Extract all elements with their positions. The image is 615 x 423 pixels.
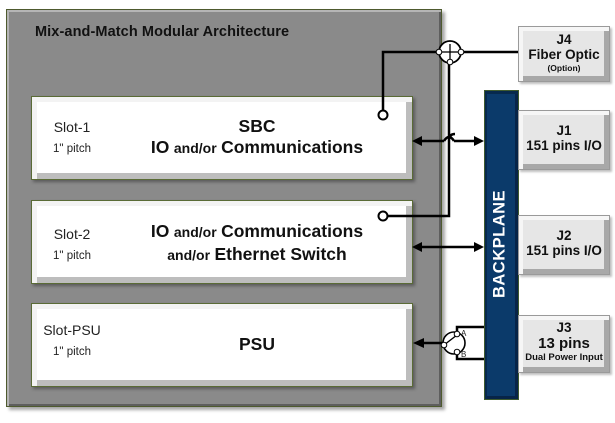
- slot-2-io: Slot-2 1" pitch IO and/or Communications…: [31, 200, 413, 284]
- switch-input-b-label: B: [461, 350, 466, 359]
- slot-2-io: IO: [150, 221, 170, 241]
- connector-j2-desc: 151 pins I/O: [526, 243, 602, 258]
- slot-2-fiber-port-icon: [377, 210, 389, 222]
- connector-j1: J1 151 pins I/O: [518, 110, 610, 170]
- slot-2-bus-arrow: [412, 242, 484, 252]
- connector-j1-desc: 151 pins I/O: [526, 138, 602, 153]
- connector-j4-desc: Fiber Optic: [528, 47, 600, 62]
- slot-1-name: Slot-1: [53, 119, 91, 135]
- connector-j4-note: (Option): [547, 63, 581, 73]
- connector-j3: J3 13 pins Dual Power Input: [518, 315, 610, 373]
- connector-j4-id: J4: [556, 32, 572, 47]
- slot-1-title: SBC: [238, 116, 276, 136]
- slot-1-comms: Communications: [221, 137, 364, 157]
- connector-j3-note: Dual Power Input: [525, 352, 603, 363]
- slot-1-andor: and/or: [173, 140, 217, 156]
- slot-2-andor-2: and/or: [167, 247, 211, 263]
- slot-psu-pitch: 1" pitch: [53, 346, 91, 358]
- slot-1-io: IO: [150, 137, 170, 157]
- slot-2-pitch: 1" pitch: [53, 250, 91, 262]
- slot-1-fiber-port-icon: [377, 109, 389, 121]
- slot-psu-name: Slot-PSU: [43, 322, 101, 338]
- power-selector-switch-icon: A B: [413, 325, 484, 361]
- connector-j2-id: J2: [556, 228, 572, 243]
- diagram-title: Mix-and-Match Modular Architecture: [35, 24, 290, 40]
- slot-1-pitch: 1" pitch: [53, 143, 91, 155]
- slot-1-subtitle: IO and/or Communications: [112, 137, 402, 158]
- fiber-splitter-icon: [435, 40, 465, 66]
- connector-j2: J2 151 pins I/O: [518, 215, 610, 275]
- backplane: [484, 90, 519, 400]
- connector-j4: J4 Fiber Optic (Option): [518, 26, 610, 82]
- connector-j3-id: J3: [556, 320, 572, 335]
- slot-1-bus-arrow: [412, 135, 484, 146]
- switch-input-a-label: A: [461, 329, 467, 338]
- slot-2-line1: IO and/or Communications: [112, 221, 402, 242]
- slot-2-ethernet: Ethernet Switch: [214, 244, 347, 264]
- slot-2-name: Slot-2: [53, 226, 91, 242]
- slot-2-comms: Communications: [221, 221, 364, 241]
- slot-2-andor-1: and/or: [173, 224, 217, 240]
- slot-psu: Slot-PSU 1" pitch PSU: [31, 303, 413, 387]
- connector-j1-id: J1: [556, 123, 572, 138]
- slot-2-line2: and/or Ethernet Switch: [112, 244, 402, 265]
- slot-1-sbc: Slot-1 1" pitch SBC IO and/or Communicat…: [31, 96, 413, 180]
- slot-psu-title: PSU: [239, 334, 275, 354]
- connector-j3-desc: 13 pins: [538, 335, 590, 352]
